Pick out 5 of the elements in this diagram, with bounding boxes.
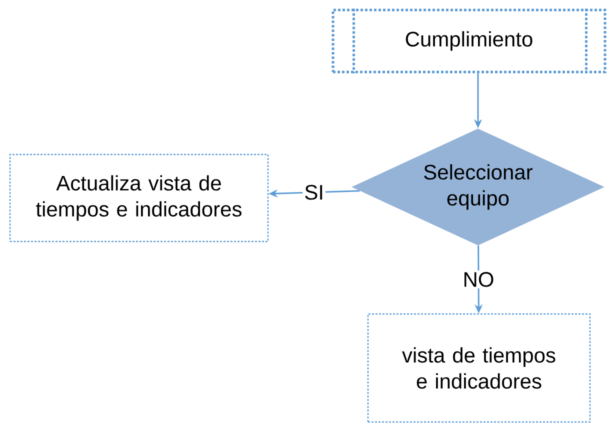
edge-label: NO bbox=[461, 270, 496, 288]
process-box: Actualiza vista de tiempos e indicadores bbox=[9, 154, 269, 242]
process-box: vista de tiempos e indicadores bbox=[367, 313, 591, 423]
edge-label: SI bbox=[302, 183, 326, 202]
process-box: Cumplimiento bbox=[332, 8, 606, 74]
